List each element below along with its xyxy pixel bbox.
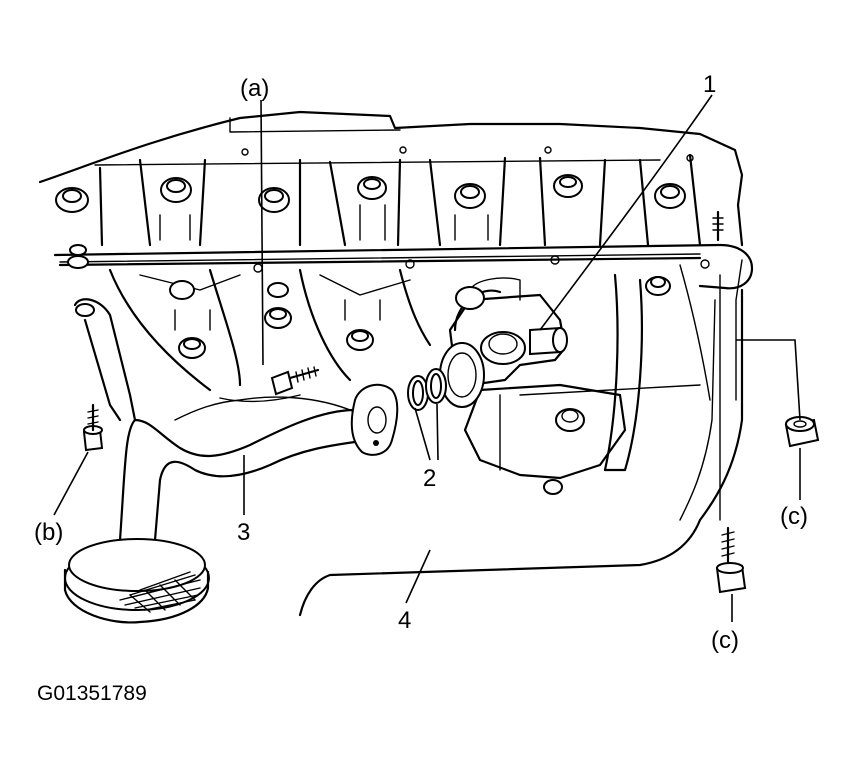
leader-lines bbox=[53, 94, 801, 622]
callout-label-2: 2 bbox=[423, 465, 436, 492]
pump-outlet-port bbox=[480, 331, 526, 365]
callout-label-c-bottom: (c) bbox=[711, 627, 739, 654]
o-ring bbox=[407, 375, 429, 411]
block-bolt-boss bbox=[553, 174, 583, 198]
main-cap-bolt bbox=[267, 282, 289, 298]
block-bolt-boss bbox=[454, 183, 486, 209]
block-bolt-boss bbox=[654, 183, 686, 209]
strainer-screen bbox=[63, 538, 210, 624]
bolt-a bbox=[270, 366, 320, 396]
callout-label-a: (a) bbox=[240, 75, 269, 102]
block-bolt-boss bbox=[160, 177, 192, 203]
callout-label-c-right: (c) bbox=[780, 503, 808, 530]
o-ring bbox=[425, 368, 447, 404]
block-bolt-boss bbox=[357, 176, 387, 200]
callout-label-b: (b) bbox=[34, 519, 63, 546]
nut-c bbox=[784, 416, 820, 448]
block-bolt-boss bbox=[55, 187, 89, 213]
main-cap-bolt bbox=[169, 280, 195, 300]
callout-label-3: 3 bbox=[237, 519, 250, 546]
main-cap-bolt bbox=[264, 307, 292, 329]
strainer-flange bbox=[350, 383, 399, 456]
main-cap-bolt bbox=[645, 276, 671, 296]
pump-inlet-flange bbox=[439, 342, 485, 408]
o-rings bbox=[407, 368, 447, 411]
stud-bolt-c bbox=[715, 274, 747, 594]
main-cap-bolt bbox=[346, 329, 374, 351]
block-bolt-boss bbox=[258, 187, 290, 213]
callout-label-1: 1 bbox=[703, 71, 716, 98]
main-cap-bolt bbox=[178, 337, 206, 359]
oil-pan bbox=[298, 259, 744, 617]
relief-valve-plug bbox=[529, 326, 568, 356]
figure-id-code: G01351789 bbox=[37, 682, 147, 705]
oil-strainer bbox=[63, 298, 399, 624]
oil-pump bbox=[439, 277, 701, 495]
bolt-b bbox=[82, 403, 104, 452]
cylinder-block bbox=[38, 110, 744, 247]
pump-mount-boss bbox=[543, 408, 585, 495]
callout-label-4: 4 bbox=[398, 607, 411, 634]
lower-crankcase bbox=[108, 264, 711, 472]
